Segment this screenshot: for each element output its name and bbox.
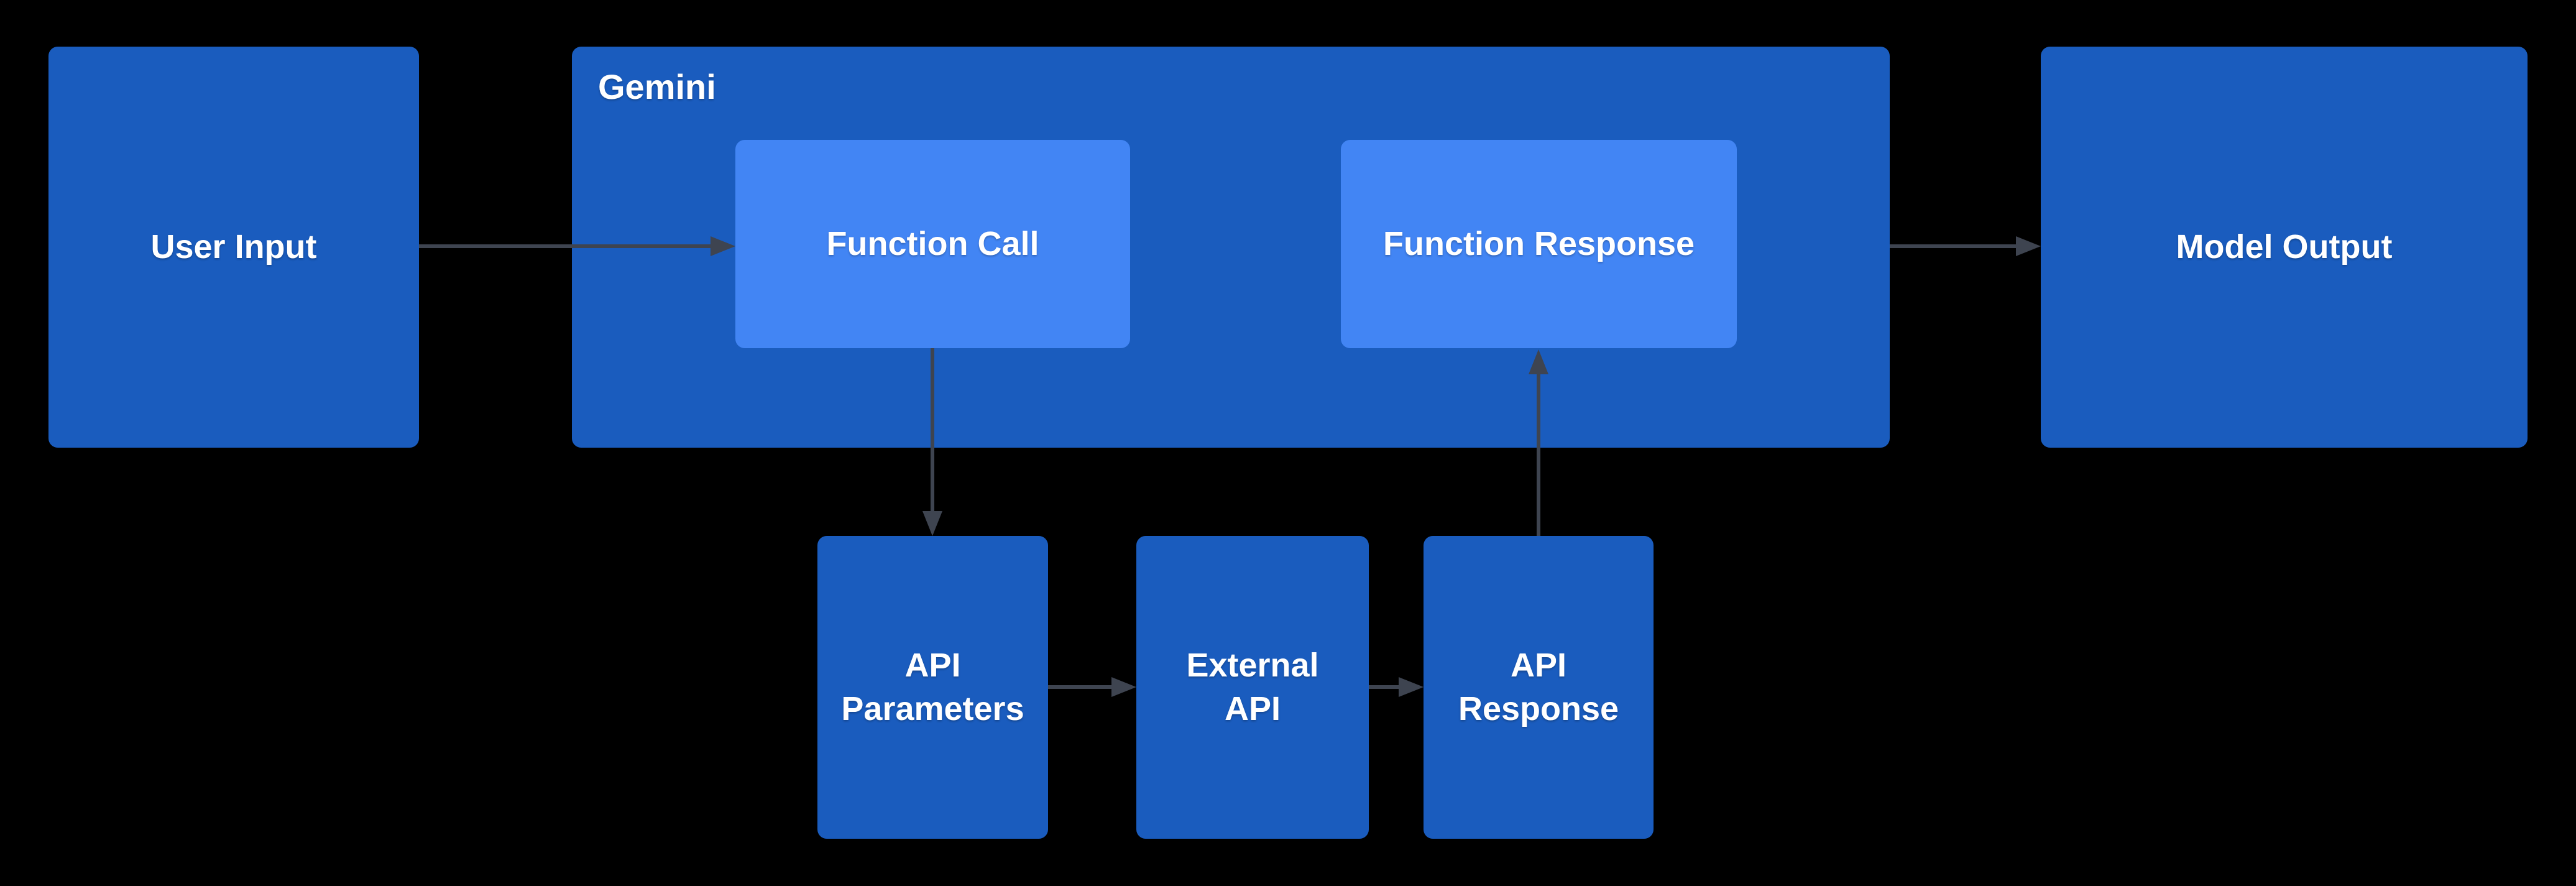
arrow-head-right-icon: [1111, 677, 1136, 697]
arrow-head-right-icon: [2016, 236, 2041, 256]
arrow-line: [1048, 685, 1113, 689]
node-user-input: User Input: [48, 47, 419, 448]
node-api-parameters: API Parameters: [817, 536, 1048, 839]
arrow-line: [1890, 244, 2017, 248]
node-user-input-label: User Input: [150, 228, 317, 265]
arrow-line: [419, 244, 712, 248]
node-function-response: Function Response: [1341, 140, 1737, 348]
node-api-parameters-label: API Parameters: [841, 647, 1024, 727]
arrow-head-right-icon: [711, 236, 735, 256]
node-external-api-label: External API: [1186, 647, 1319, 727]
arrow-line: [1369, 685, 1400, 689]
arrow-line: [931, 348, 934, 512]
arrow-head-up-icon: [1529, 349, 1548, 374]
node-function-call: Function Call: [735, 140, 1130, 348]
node-model-output-label: Model Output: [2176, 228, 2393, 265]
node-function-response-label: Function Response: [1382, 224, 1695, 262]
arrow-line: [1537, 373, 1540, 536]
arrow-head-right-icon: [1399, 677, 1424, 697]
node-api-response-label: API Response: [1458, 647, 1619, 727]
node-function-call-label: Function Call: [826, 224, 1039, 262]
node-api-response: API Response: [1424, 536, 1654, 839]
node-gemini-label: Gemini: [598, 67, 716, 106]
node-model-output: Model Output: [2041, 47, 2528, 448]
arrow-head-down-icon: [922, 511, 942, 536]
node-external-api: External API: [1136, 536, 1369, 839]
